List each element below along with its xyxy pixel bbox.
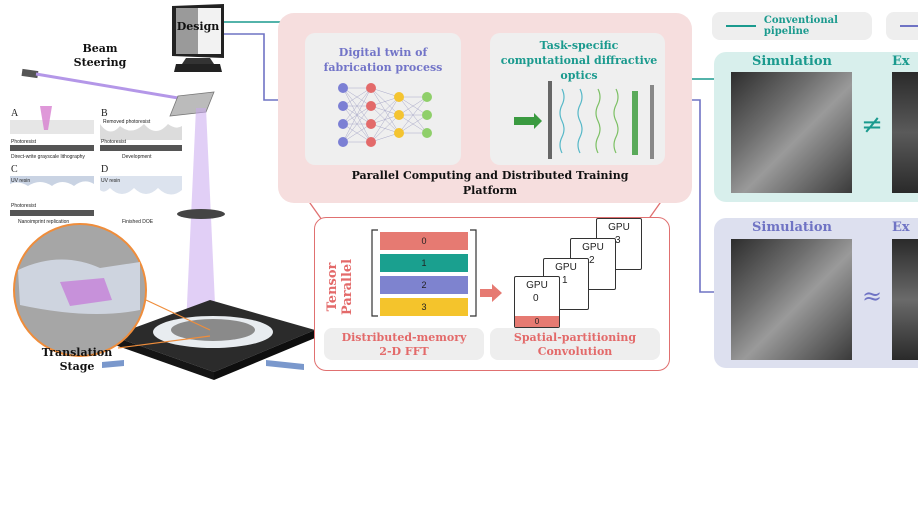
simulation-image-bottom [731,239,852,360]
gpu-card-3-title: GPU [608,222,630,233]
gpu-card-0-title: GPU [526,280,548,291]
experiment-image-bottom [892,239,918,360]
fft-caption-box [324,328,484,360]
subpanel-b-caption: Development [122,154,152,160]
fft-caption: Distributed-memory 2-D FFT [341,331,467,358]
fft-brackets [371,229,477,317]
subpanel-b [100,124,182,151]
subpanel-c-mid-text: Photoresist [11,203,37,209]
gpu-card-0-strip: 0 [515,316,559,327]
subpanel-c-top-text: UV resin [11,178,31,184]
result-bottom-title2: Ex [892,220,910,235]
lens-icon [177,209,225,219]
gpu-card-3-num: 3 [615,235,621,246]
mirror-icon [169,91,215,117]
beam-steering-label: Beam Steering [73,42,127,69]
conv-caption-box [490,328,660,360]
gpu-card-2-title: GPU [582,242,604,253]
result-top-title: Simulation [752,54,832,69]
gpu-card-1-title: GPU [555,262,577,273]
subpanel-a [10,106,94,151]
fft-bar-2: 2 [380,276,468,294]
diffractive-optics-icon [514,81,654,159]
fft-bar-3: 3 [380,298,468,316]
simulation-image-top [731,72,852,193]
fft-bar-1: 1 [380,254,468,272]
subpanel-a-letter: A [11,108,19,119]
laser-source [21,68,191,102]
conv-caption: Spatial-partitioning Convolution [513,331,637,358]
translation-stage-icon [102,300,315,380]
neural-network-icon [338,83,432,147]
fft-bar-0: 0 [380,232,468,250]
legend-purple-line [900,25,918,27]
subpanel-d-caption: Finished DOE [122,219,154,225]
result-bottom-symbol: ≈ [861,282,883,310]
subpanel-c-letter: C [11,164,18,175]
subpanel-d [100,176,182,195]
magnifier-icon [13,223,211,357]
subpanel-b-mid-text: Photoresist [101,139,127,145]
task-specific-title: Task-specific computational diffractive … [500,39,658,82]
gpu-card-0: GPU 0 0 [514,276,560,328]
subpanel-a-top-text: Photoresist [11,139,37,145]
subpanel-b-top-text: Removed photoresist [103,119,151,125]
subpanel-d-top-text: UV resin [101,178,121,184]
subpanel-c-caption: Nanoimprint replication [18,219,70,225]
gpu-card-2-num: 2 [589,255,595,266]
subpanel-c [10,176,94,216]
monitor-icon [172,4,224,72]
fabrication-setup [10,4,315,380]
subpanel-d-letter: D [101,164,109,175]
legend-conventional: Conventional pipeline [712,12,872,40]
digital-twin-card [305,33,461,165]
gpu-card-1-num: 1 [562,275,568,286]
legend-proposed [886,12,918,40]
legend-conventional-label: Conventional pipeline [763,15,838,37]
experiment-image-top [892,72,918,193]
platform-title: Parallel Computing and Distributed Train… [351,169,629,197]
subpanel-a-caption: Direct-write grayscale lithography [11,154,85,160]
right-arrow-icon [480,284,502,302]
result-bottom-title: Simulation [752,220,832,235]
tensor-parallel-label: Tensor Parallel [325,258,355,316]
gpu-card-0-num: 0 [533,293,539,304]
result-top-title2: Ex [892,54,910,69]
subpanel-b-letter: B [101,108,108,119]
design-label: Design [176,20,220,33]
translation-stage-label: Translation Stage [41,346,113,373]
digital-twin-title: Digital twin of fabrication process [323,46,443,74]
legend-teal-line [726,25,756,27]
result-top-symbol: ≠ [861,110,883,140]
